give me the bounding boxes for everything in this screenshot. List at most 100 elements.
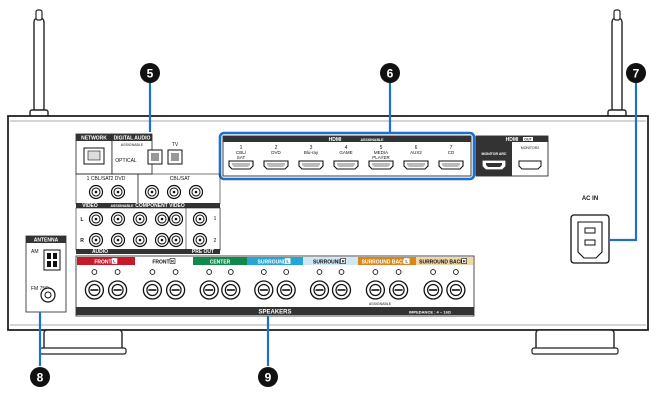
am-label: AM	[31, 249, 39, 255]
speaker-terminals	[84, 269, 466, 300]
speakers-label: SPEAKERS	[258, 310, 291, 316]
hdmi-in-4-number: 4	[345, 145, 348, 151]
speaker-header-front-r	[135, 257, 193, 265]
audio-jack-r-3[interactable]	[132, 232, 148, 248]
fm-label: FM 75Ω	[31, 286, 49, 292]
optical-ports: TV	[147, 142, 183, 165]
hdmi-in-7-name: CD	[448, 150, 455, 155]
svg-text:L: L	[80, 217, 83, 223]
speaker-mark-surround-back-r: R	[463, 259, 466, 264]
callout-6: 6	[380, 63, 400, 83]
hdmi-in-2-name: DVD	[271, 150, 281, 155]
hdmi-in-6-name: AUX2	[410, 150, 422, 155]
ac-in-section: AC IN	[570, 196, 610, 264]
network-section: NETWORK	[75, 133, 113, 175]
callout-8: 8	[30, 367, 50, 387]
antenna-section: ANTENNA AM FM 75Ω	[25, 235, 67, 313]
ac-in-label: AC IN	[582, 196, 598, 202]
audio-jack-l-1[interactable]	[88, 211, 104, 227]
hdmi-in-2-number: 2	[275, 145, 278, 151]
digital-assignable-label: ASSIGNABLE	[121, 143, 144, 147]
speaker-assignable-label: ASSIGNABLE	[369, 302, 392, 306]
speaker-label-surround-r: SURROUND	[313, 260, 342, 266]
component-video-jack-1[interactable]	[144, 184, 160, 200]
speaker-label-surround-back-l: SURROUND BACK	[362, 260, 407, 266]
speaker-terminal-surround-l-minus[interactable]	[276, 269, 296, 300]
speaker-label-center: CENTER	[210, 260, 231, 266]
pre-out-jack-1[interactable]	[192, 211, 208, 227]
video-jacks	[88, 184, 204, 200]
speaker-header-center	[193, 257, 247, 265]
hdmi-in-section: HDMI ASSIGNABLE	[222, 135, 472, 177]
audio-jack-r-5[interactable]	[168, 232, 184, 248]
pre-out-label: PRE OUT	[192, 249, 214, 255]
pre-out-jack-2[interactable]	[192, 232, 208, 248]
speaker-terminal-center-plus[interactable]	[199, 269, 219, 300]
hdmi-assignable-label: ASSIGNABLE	[361, 138, 385, 142]
component-video-jack-3[interactable]	[188, 184, 204, 200]
speaker-header-surround-r	[303, 257, 358, 265]
audio-jack-l-5[interactable]	[168, 211, 184, 227]
speaker-terminal-front-l-plus[interactable]	[84, 269, 105, 300]
hdmi-in-3-name: Blu-ray	[304, 150, 319, 155]
pre-out-jacks	[192, 211, 208, 248]
speaker-terminal-front-l-minus[interactable]	[107, 269, 128, 300]
monitor-arc-label: MONITOR ARC	[482, 152, 507, 156]
component-video-jack-2[interactable]	[166, 184, 182, 200]
audio-jack-r-2[interactable]	[110, 232, 126, 248]
audio-jack-l-3[interactable]	[132, 211, 148, 227]
audio-jack-r-4[interactable]	[154, 232, 170, 248]
antenna-label: ANTENNA	[34, 238, 59, 244]
impedance-label: IMPEDANCE : 4 ~ 16Ω	[409, 310, 452, 315]
speaker-terminal-surround-back-l-plus[interactable]	[365, 269, 386, 300]
svg-text:1: 1	[214, 216, 217, 222]
cbl-sat-label: CBL/SAT	[170, 176, 190, 182]
hdmi-in-1-number: 1	[240, 145, 243, 151]
video-label: VIDEO	[82, 203, 98, 209]
speaker-terminal-front-r-plus[interactable]	[142, 269, 163, 300]
composite-video-jack-2[interactable]	[110, 184, 126, 200]
hdmi-in-6-number: 6	[415, 145, 418, 151]
video-section: 1 CBL/SAT 2 DVD VIDEO ASSIGNABLE CBL/SAT…	[75, 173, 221, 209]
callout-5: 5	[140, 63, 160, 83]
audio-jack-l-2[interactable]	[110, 211, 126, 227]
speaker-terminal-surround-back-r-minus[interactable]	[446, 269, 466, 300]
hdmi-out-label: HDMI	[506, 137, 519, 143]
speaker-header-surround-l	[247, 257, 303, 265]
audio-jack-l-4[interactable]	[154, 211, 170, 227]
hdmi-out-tag: OUT	[524, 138, 532, 142]
svg-text:2: 2	[214, 238, 217, 244]
composite-video-jack-1[interactable]	[88, 184, 104, 200]
speaker-header-surround-back-l	[358, 257, 416, 265]
tv-label: TV	[172, 142, 179, 148]
hdmi-in-1-name: CBL/SAT	[236, 150, 247, 160]
speaker-terminal-surround-back-l-minus[interactable]	[388, 269, 409, 300]
speaker-terminal-surround-l-plus[interactable]	[254, 269, 274, 300]
svg-text:9: 9	[265, 371, 272, 385]
hdmi-in-3-number: 3	[310, 145, 313, 151]
speaker-terminal-center-minus[interactable]	[221, 269, 241, 300]
speaker-header-surround-back-r	[416, 257, 473, 265]
speaker-mark-surround-back-l: L	[405, 259, 408, 264]
video-assignable-label: ASSIGNABLE	[111, 204, 135, 208]
callout-7: 7	[626, 63, 646, 83]
speaker-terminal-front-r-minus[interactable]	[165, 269, 186, 300]
audio-jacks	[88, 211, 184, 248]
audio-jack-r-1[interactable]	[88, 232, 104, 248]
speaker-mark-front-r: R	[171, 259, 174, 264]
speaker-terminal-surround-back-r-plus[interactable]	[423, 269, 443, 300]
speaker-terminal-surround-r-minus[interactable]	[331, 269, 352, 300]
leader-lines	[38, 80, 638, 366]
speaker-mark-surround-l: L	[286, 259, 289, 264]
component-label: COMPONENT VIDEO	[135, 203, 185, 209]
speaker-terminal-surround-r-plus[interactable]	[309, 269, 330, 300]
speaker-label-surround-back-r: SURROUND BACK	[419, 260, 464, 266]
svg-text:R: R	[80, 238, 84, 244]
hdmi-in-highlight	[218, 131, 476, 181]
cbl-sat-1-label: 1 CBL/SAT	[87, 176, 112, 182]
hdmi-in-5-number: 5	[380, 145, 383, 151]
